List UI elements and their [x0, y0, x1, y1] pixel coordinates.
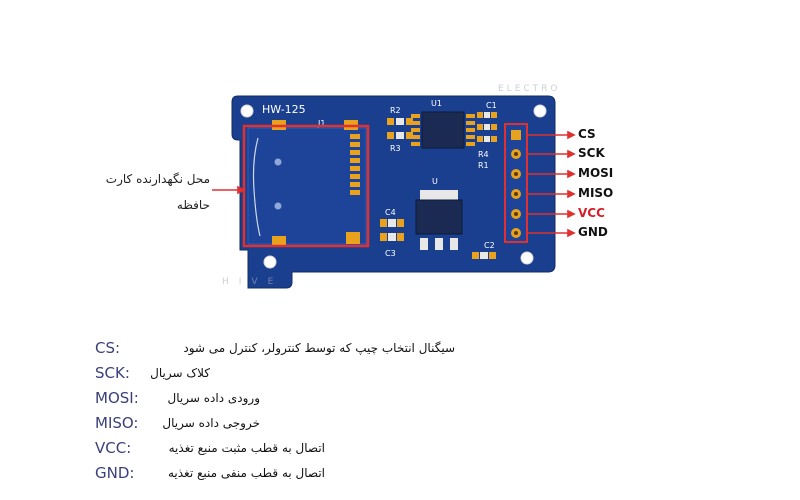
slot-leader-line — [212, 185, 246, 195]
ref-r2: R2 — [390, 106, 401, 115]
ref-c3: C3 — [385, 249, 396, 258]
ref-c2: C2 — [484, 241, 495, 250]
watermark-bottom: HIVE — [222, 277, 284, 287]
sd-card-slot — [242, 120, 370, 248]
mounting-holes — [240, 104, 547, 269]
capacitors-c3-c4: C4 C3 — [380, 208, 404, 258]
slot-caption-line-2: حافظه — [176, 198, 210, 212]
desc-text: سیگنال انتخاب چیپ که توسط کنترولر، کنترل… — [183, 341, 455, 355]
ref-r1: R1 — [478, 161, 489, 170]
desc-row-sck: SCK: کلاک سریال — [95, 364, 455, 388]
pin-header — [504, 123, 528, 243]
ref-r4: R4 — [478, 150, 489, 159]
desc-text: اتصال به قطب منفی منبع تغذیه — [167, 466, 325, 480]
desc-text: کلاک سریال — [150, 366, 210, 380]
desc-row-gnd: GND: اتصال به قطب منفی منبع تغذیه — [95, 464, 455, 488]
ref-u1: U1 — [431, 99, 442, 108]
slot-caption-line-1: محل نگهدارنده کارت — [105, 172, 210, 186]
pin-label-miso: MISO — [578, 186, 614, 200]
pin-leader-lines — [527, 130, 576, 238]
resistors-right: C1 R4 R1 — [477, 101, 497, 170]
regulator-u: U — [415, 177, 463, 250]
desc-key: CS: — [95, 339, 121, 357]
desc-text: ورودی داده سریال — [167, 391, 260, 405]
slot-caption: محل نگهدارنده کارت حافظه — [100, 166, 210, 218]
desc-key: VCC: — [95, 439, 132, 457]
desc-key: GND: — [95, 464, 135, 482]
desc-key: MOSI: — [95, 389, 139, 407]
desc-row-vcc: VCC: اتصال به قطب مثبت منبع تغذیه — [95, 439, 455, 463]
ref-j1: J1 — [317, 119, 325, 128]
desc-row-mosi: MOSI: ورودی داده سریال — [95, 389, 455, 413]
pin-label-sck: SCK — [578, 146, 605, 160]
desc-key: MISO: — [95, 414, 139, 432]
pin-label-cs: CS — [578, 127, 596, 141]
resistors-left: R2 R3 — [387, 106, 413, 153]
desc-key: SCK: — [95, 364, 130, 382]
pin-label-gnd: GND — [578, 225, 608, 239]
ref-r3: R3 — [390, 144, 401, 153]
desc-text: خروجی داده سریال — [162, 416, 260, 430]
board-name: HW-125 — [262, 103, 306, 116]
pin-label-vcc: VCC — [578, 206, 605, 220]
ref-u: U — [432, 177, 438, 186]
chip-u1: U1 — [411, 99, 475, 149]
capacitor-c2: C2 — [472, 241, 496, 259]
pin-label-mosi: MOSI — [578, 166, 614, 180]
ref-c4: C4 — [385, 208, 396, 217]
desc-row-cs: CS: سیگنال انتخاب چیپ که توسط کنترولر، ک… — [95, 339, 455, 363]
watermark-top: ELECTRO — [498, 84, 561, 94]
desc-row-miso: MISO: خروجی داده سریال — [95, 414, 455, 438]
ref-c1: C1 — [486, 101, 497, 110]
desc-text: اتصال به قطب مثبت منبع تغذیه — [168, 441, 325, 455]
